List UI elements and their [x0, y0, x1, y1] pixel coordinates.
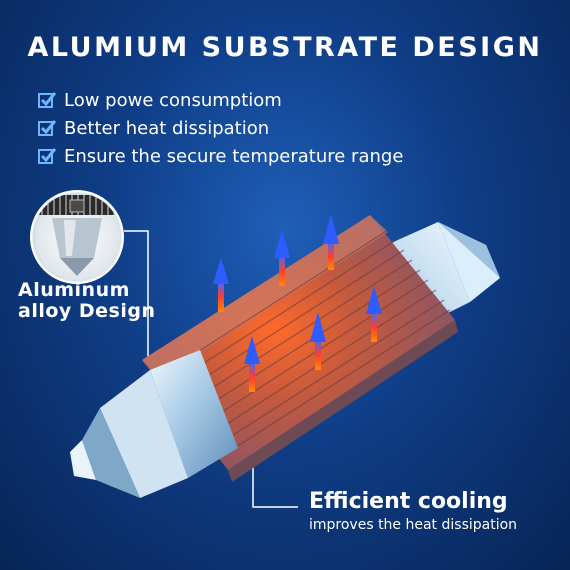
heat-arrow-icon: [310, 312, 326, 370]
callout-line: [124, 230, 149, 358]
feature-item: Ensure the secure temperature range: [38, 142, 403, 170]
heat-arrow-icon: [244, 336, 260, 392]
left-end-cap: [70, 350, 238, 498]
heatsink-zoom-circle: [30, 190, 124, 284]
efficient-cooling-subtitle: improves the heat dissipation: [309, 517, 518, 533]
feature-label: Low powe consumptiom: [64, 89, 282, 111]
alloy-label-line2: alloy Design: [18, 300, 156, 322]
heat-arrow-icon: [274, 230, 290, 286]
heat-arrow-icon: [323, 214, 339, 270]
alloy-label-line1: Aluminum: [18, 279, 130, 301]
feature-label: Ensure the secure temperature range: [64, 145, 404, 167]
page-title: ALUMIUM SUBSTRATE DESIGN: [27, 32, 543, 63]
feature-label: Better heat dissipation: [64, 117, 270, 139]
heat-arrows: [213, 214, 382, 392]
feature-list: Low powe consumptiom Better heat dissipa…: [38, 86, 403, 170]
feature-item: Low powe consumptiom: [38, 86, 403, 114]
feature-item: Better heat dissipation: [38, 114, 403, 142]
efficient-cooling-title: Efficient cooling: [309, 489, 508, 514]
heat-arrow-icon: [213, 258, 229, 312]
checkbox-icon: [38, 148, 56, 164]
right-end-cap: [380, 222, 500, 330]
alloy-design-label: Aluminum alloy Design: [18, 280, 156, 322]
heat-arrow-icon: [366, 286, 382, 342]
checkbox-icon: [38, 92, 56, 108]
checkbox-icon: [38, 120, 56, 136]
